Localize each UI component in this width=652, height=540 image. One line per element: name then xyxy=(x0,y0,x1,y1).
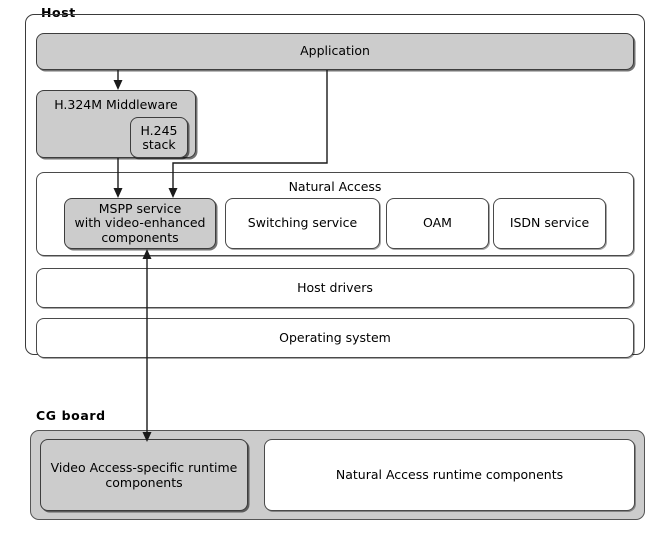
h245-stack-label-line1: H.245 xyxy=(140,122,178,138)
h245-stack-label-line2: stack xyxy=(142,136,176,152)
switching-service-box[interactable]: Switching service xyxy=(225,198,380,249)
operating-system-box[interactable]: Operating system xyxy=(36,318,634,358)
switching-service-label: Switching service xyxy=(247,215,358,231)
video-access-runtime-label-line2: components xyxy=(105,475,183,490)
host-drivers-box[interactable]: Host drivers xyxy=(36,268,634,308)
isdn-service-label: ISDN service xyxy=(509,215,590,231)
oam-label: OAM xyxy=(423,215,452,231)
oam-box[interactable]: OAM xyxy=(386,198,489,249)
mspp-service-box[interactable]: MSPP service with video-enhanced compone… xyxy=(64,198,216,249)
host-drivers-label: Host drivers xyxy=(297,279,373,295)
application-label: Application xyxy=(300,43,370,59)
natural-access-label: Natural Access xyxy=(288,179,382,194)
h245-stack-box[interactable]: H.245 stack xyxy=(130,117,188,158)
h324m-middleware-label: H.324M Middleware xyxy=(54,97,178,112)
application-box[interactable]: Application xyxy=(36,33,634,70)
video-access-runtime-label-line1: Video Access-specific runtime xyxy=(50,460,238,475)
isdn-service-box[interactable]: ISDN service xyxy=(493,198,606,249)
mspp-service-label-line2: with video-enhanced xyxy=(74,215,206,231)
video-access-runtime-box[interactable]: Video Access-specific runtime components xyxy=(40,439,248,511)
natural-access-runtime-label: Natural Access runtime components xyxy=(335,466,564,482)
cg-board-group-label: CG board xyxy=(36,408,106,423)
operating-system-label: Operating system xyxy=(279,329,391,345)
host-group-label: Host xyxy=(41,5,76,20)
mspp-service-label-line1: MSPP service xyxy=(98,200,182,216)
natural-access-runtime-box[interactable]: Natural Access runtime components xyxy=(264,439,635,511)
mspp-service-label-line3: components xyxy=(101,229,179,245)
